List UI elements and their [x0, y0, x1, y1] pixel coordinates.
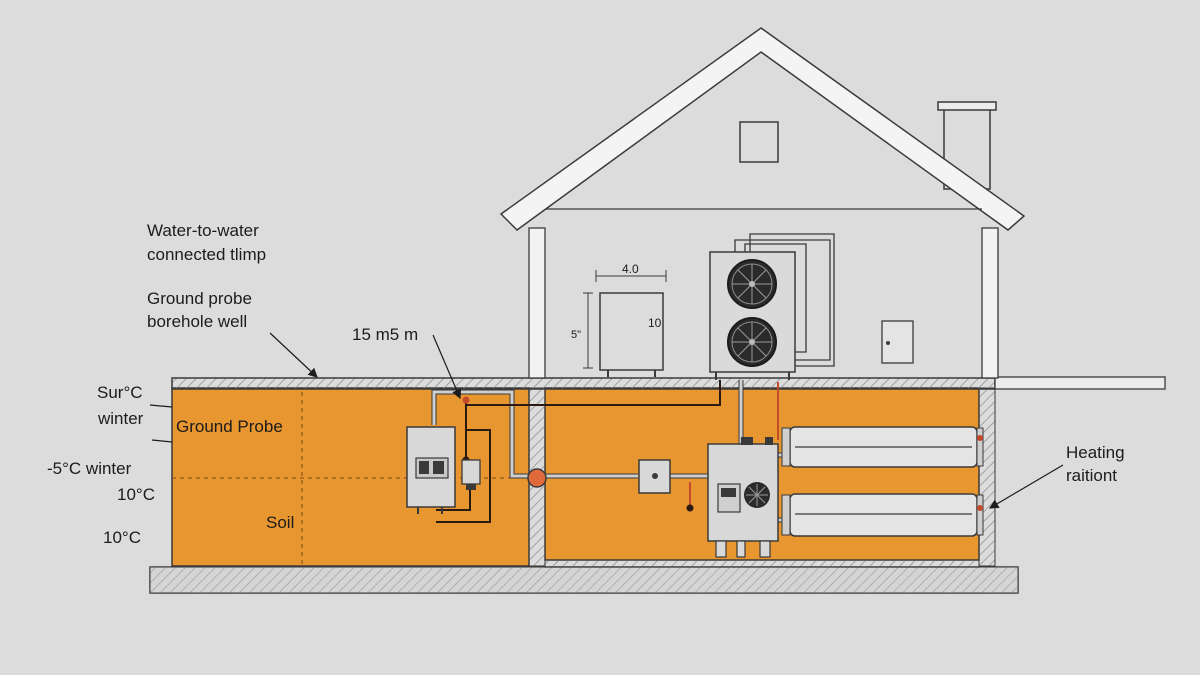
indoor-heat-pump: [707, 437, 779, 558]
water-to-water-subtitle: connected tlimp: [147, 245, 266, 264]
basement-wall-right: [978, 387, 996, 567]
control-panel-icon: [415, 457, 449, 479]
water-to-water-title: Water-to-water: [147, 221, 259, 240]
buffer-tank: 4.0 10 5": [571, 262, 667, 377]
soil-label: Soil: [266, 513, 294, 532]
ground-extension: [994, 376, 1166, 390]
ten-c-label-b: 10°C: [103, 528, 141, 547]
ground-probe-subtitle: borehole well: [147, 312, 247, 331]
surface-winter-label: winter: [97, 409, 144, 428]
depth-label: 15 m5 m: [352, 325, 418, 344]
leader-lines: [149, 332, 1064, 509]
attic-window: [739, 121, 779, 163]
heat-pump-unit: [709, 233, 835, 380]
ten-c-label-a: 10°C: [117, 485, 155, 504]
dim-right-label: 10: [648, 316, 662, 330]
ground-probe-zone-label: Ground Probe: [176, 417, 283, 436]
heating-title: Heating: [1066, 443, 1125, 462]
water-to-water-module: [406, 426, 481, 514]
radiator-lower: [781, 493, 984, 537]
ground-surface: [171, 377, 996, 390]
radiator-upper: [781, 426, 984, 468]
fan-icon: [744, 482, 770, 508]
roof: [499, 27, 1026, 231]
foundation-slab: [149, 566, 1019, 594]
minus5-winter-label: -5°C winter: [47, 459, 132, 478]
wall-switch: [881, 320, 914, 364]
house: [499, 27, 1026, 379]
ground-probe-title: Ground probe: [147, 289, 252, 308]
circulation-pump: [527, 468, 547, 488]
basement-floor: [544, 559, 980, 568]
surface-temp-label: Sur°C: [97, 383, 143, 402]
heating-subtitle: raitiont: [1066, 466, 1117, 485]
fan-icon: [727, 317, 777, 367]
valve-box: [638, 459, 671, 494]
fan-icon: [727, 259, 777, 309]
dim-top-label: 4.0: [622, 262, 639, 276]
dim-left-label: 5": [571, 329, 581, 341]
